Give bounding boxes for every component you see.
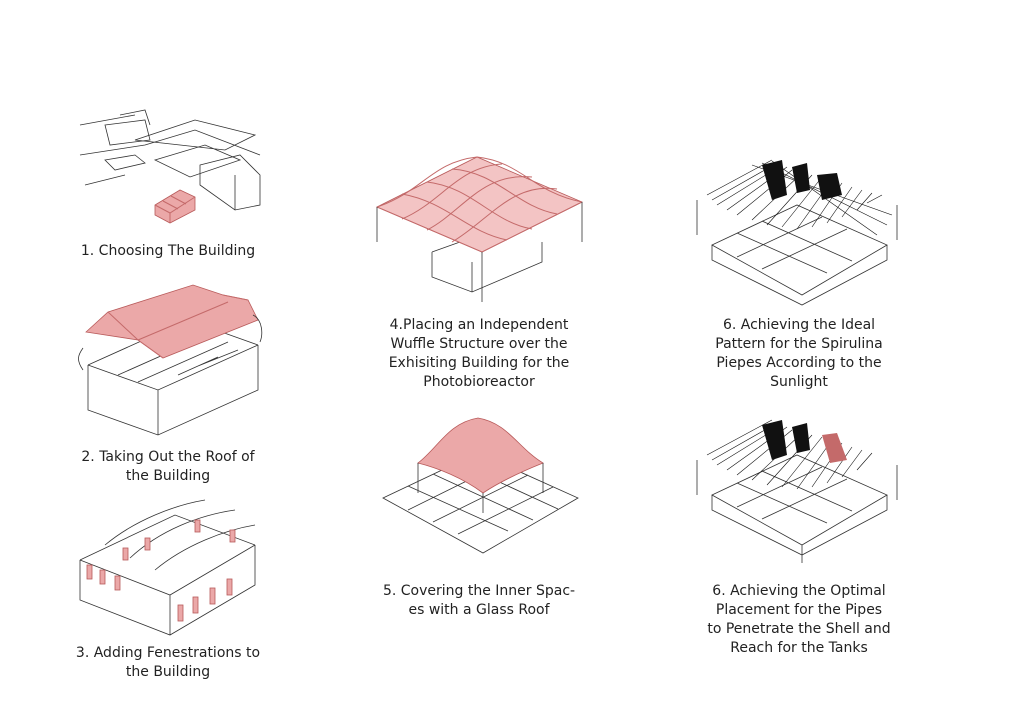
- step-3-caption: 3. Adding Fenestrations to the Building: [48, 644, 288, 682]
- caption-line: Reach for the Tanks: [730, 640, 868, 656]
- step-2-caption: 2. Taking Out the Roof of the Building: [48, 448, 288, 486]
- caption-line: Piepes According to the: [716, 355, 882, 371]
- caption-line: to Penetrate the Shell and: [707, 621, 891, 637]
- step-5-caption: 5. Covering the Inner Spac-es with a Gla…: [359, 582, 599, 620]
- roof-removal-illustration: [78, 284, 263, 436]
- caption-line: 5. Covering the Inner Spac-: [382, 583, 576, 599]
- site-plan-illustration: [79, 109, 261, 224]
- caption-line: Wuffle Structure over the: [390, 336, 568, 352]
- pipe-placement-illustration: [696, 419, 898, 563]
- caption-line: 4.Placing an Independent: [389, 317, 569, 333]
- caption-line: es with a Glass Roof: [408, 602, 550, 618]
- pipe-pattern-illustration: [696, 159, 898, 306]
- caption-line: 6. Achieving the Optimal: [712, 583, 886, 599]
- caption-line: Exhisiting Building for the: [388, 355, 570, 371]
- caption-line: Pattern for the Spirulina: [715, 336, 883, 352]
- caption-line: Placement for the Pipes: [715, 602, 883, 618]
- caption-line: the Building: [125, 664, 211, 680]
- step-1-caption: 1. Choosing The Building: [48, 242, 288, 261]
- caption-line: Photobioreactor: [423, 374, 535, 390]
- waffle-structure-illustration: [376, 156, 583, 302]
- glass-roof-illustration: [382, 417, 579, 554]
- caption-line: 2. Taking Out the Roof of: [81, 449, 255, 465]
- caption-line: 6. Achieving the Ideal: [722, 317, 876, 333]
- fenestrations-illustration: [79, 499, 256, 636]
- caption-line: 1. Choosing The Building: [80, 243, 256, 259]
- caption-line: Sunlight: [770, 374, 828, 390]
- caption-line: 3. Adding Fenestrations to: [75, 645, 261, 661]
- caption-line: the Building: [125, 468, 211, 484]
